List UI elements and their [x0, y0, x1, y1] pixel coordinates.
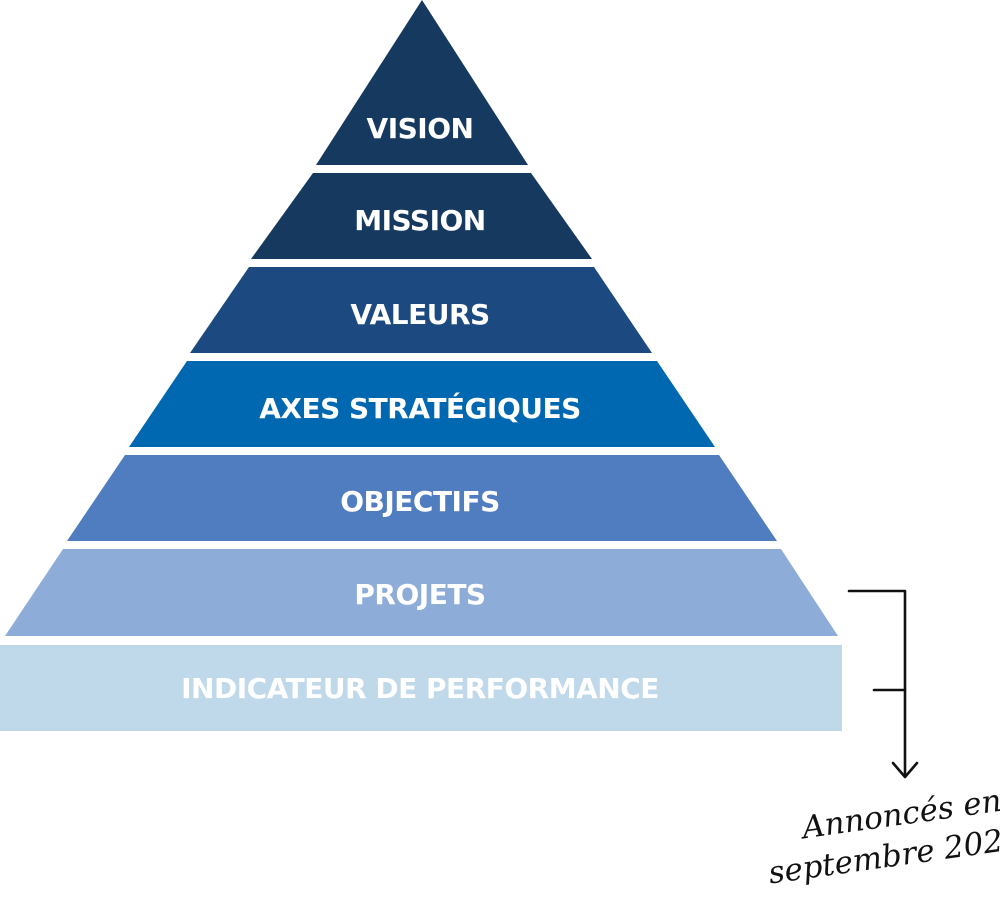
base-indicateur-shape — [0, 645, 842, 731]
tier-vision-label: VISION — [367, 112, 474, 145]
tier-projets-label: PROJETS — [354, 578, 485, 611]
tier-valeurs-label: VALEURS — [350, 298, 489, 331]
tier-projets: PROJETS — [5, 549, 838, 636]
tier-mission-label: MISSION — [354, 204, 486, 237]
annotation-note: Annoncés en septembre 2025 — [766, 783, 1000, 892]
tier-axes-strategiques-label: AXES STRATÉGIQUES — [259, 391, 581, 425]
tier-valeurs-shape — [190, 267, 652, 353]
base-indicateur-label: INDICATEUR DE PERFORMANCE — [181, 672, 659, 705]
tier-mission: MISSION — [251, 173, 592, 259]
tier-valeurs: VALEURS — [190, 267, 652, 353]
arrow-head-icon — [891, 761, 919, 779]
tier-projets-shape — [5, 549, 838, 636]
bracket-line — [847, 589, 907, 777]
tier-mission-shape — [251, 173, 592, 259]
tier-objectifs-shape — [67, 455, 777, 541]
tier-axes-strategiques: AXES STRATÉGIQUES — [129, 361, 715, 447]
tier-objectifs: OBJECTIFS — [67, 455, 777, 541]
bracket-arrow — [847, 589, 919, 779]
tier-objectifs-label: OBJECTIFS — [340, 485, 500, 518]
tier-vision: VISION — [316, 0, 528, 165]
tier-vision-shape — [316, 0, 528, 165]
tier-axes-strategiques-shape — [129, 361, 715, 447]
base-indicateur: INDICATEUR DE PERFORMANCE — [0, 645, 842, 731]
